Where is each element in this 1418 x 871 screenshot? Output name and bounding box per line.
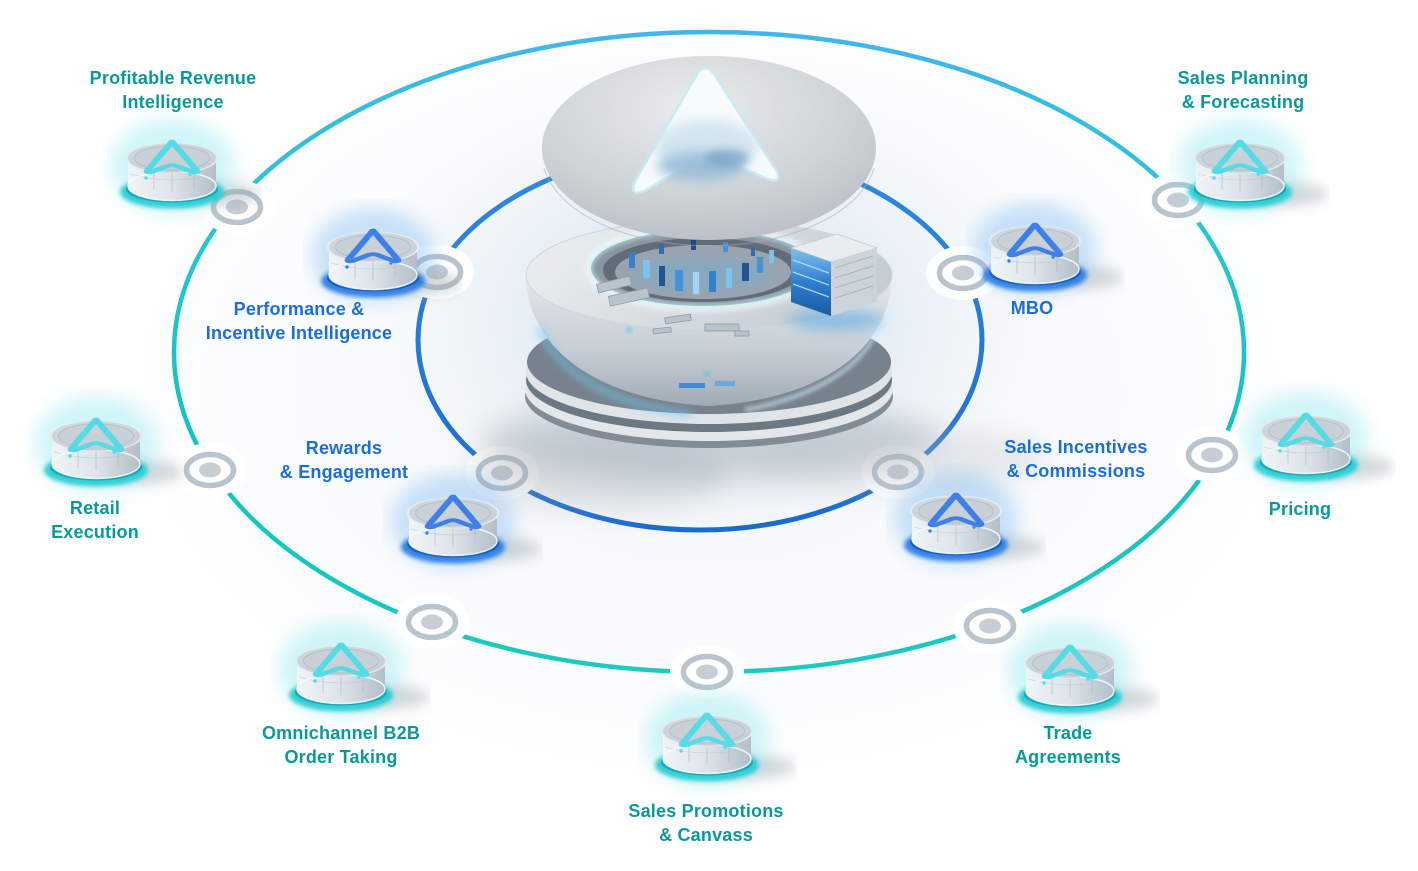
arrow-logo-icon[interactable]	[110, 119, 260, 213]
product-node-mbo[interactable]	[973, 202, 1123, 296]
hub-dome	[542, 56, 876, 247]
central-hub-illustration	[469, 56, 1049, 509]
product-node-sales-planning-forecasting[interactable]	[1178, 119, 1328, 213]
arrow-logo-icon[interactable]	[1244, 392, 1394, 486]
node-label-performance-incentive-intelligence[interactable]: Performance & Incentive Intelligence	[205, 299, 393, 343]
product-node-sales-promotions-canvass[interactable]	[645, 692, 795, 786]
node-label-mbo[interactable]: MBO	[1010, 298, 1054, 318]
product-node-profitable-revenue-intelligence[interactable]	[110, 119, 260, 213]
arrow-logo-icon[interactable]	[1178, 119, 1328, 213]
node-label-sales-incentives-commissions[interactable]: Sales Incentives & Commissions	[1004, 437, 1148, 481]
product-node-trade-agreements[interactable]	[1008, 624, 1158, 718]
orbit-ring-marker-outer	[953, 599, 1027, 653]
arrow-logo-icon	[632, 66, 780, 195]
orbit-ring-marker-outer	[1175, 428, 1249, 482]
arrow-logo-icon[interactable]	[973, 202, 1123, 296]
orbit-ring-marker-outer	[395, 595, 469, 649]
hub-server-module	[788, 233, 884, 330]
arrow-logo-icon[interactable]	[1008, 624, 1158, 718]
orbit-ring-marker-outer	[670, 645, 744, 699]
product-node-retail-execution[interactable]	[34, 397, 184, 491]
node-label-sales-promotions-canvass[interactable]: Sales Promotions & Canvass	[628, 801, 784, 845]
hub-deck-widgets	[596, 275, 750, 337]
node-label-omnichannel-b2b-order-taking[interactable]: Omnichannel B2B Order Taking	[261, 723, 421, 767]
node-label-profitable-revenue-intelligence[interactable]: Profitable Revenue Intelligence	[89, 68, 257, 112]
arrow-logo-icon[interactable]	[34, 397, 184, 491]
node-label-sales-planning-forecasting[interactable]: Sales Planning & Forecasting	[1177, 68, 1309, 112]
product-node-sales-incentives-commissions[interactable]	[894, 472, 1044, 566]
arrow-logo-icon[interactable]	[894, 472, 1044, 566]
node-label-rewards-engagement[interactable]: Rewards & Engagement	[279, 438, 409, 482]
arrow-logo-icon[interactable]	[645, 692, 795, 786]
product-node-pricing[interactable]	[1244, 392, 1394, 486]
orbit-ring-marker-outer	[173, 443, 247, 497]
node-label-retail-execution[interactable]: Retail Execution	[51, 498, 139, 542]
node-label-pricing[interactable]: Pricing	[1268, 499, 1332, 519]
node-label-trade-agreements[interactable]: Trade Agreements	[1014, 723, 1122, 767]
